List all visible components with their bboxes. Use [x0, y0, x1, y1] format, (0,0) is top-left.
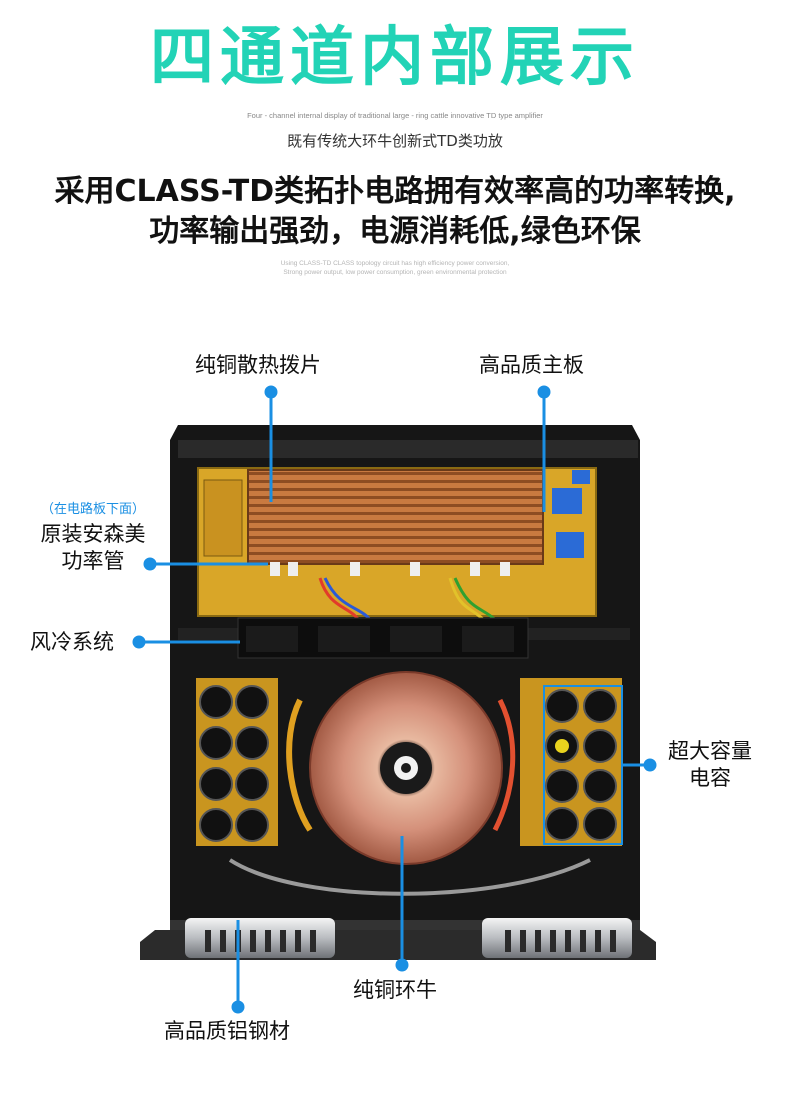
dot-heatsink: [264, 385, 278, 399]
label-toroid: 纯铜环牛: [353, 978, 437, 1002]
capacitor-bank-right: [520, 678, 623, 846]
dot-fan: [132, 635, 146, 649]
subtitle-chinese: 既有传统大环牛创新式TD类功放: [287, 132, 503, 150]
toroidal-transformer: [228, 671, 591, 896]
chassis-top-rail: [178, 440, 638, 458]
callout-lines: [132, 385, 657, 1014]
label-under-board-note: （在电路板下面）: [40, 502, 145, 517]
note-english-1: Using CLASS-TD CLASS topology circuit ha…: [280, 260, 510, 267]
label-mainboard: 高品质主板: [479, 353, 584, 377]
label-capacitor-line-1: 超大容量: [668, 739, 752, 763]
label-transistor-line-1: 原装安森美: [40, 522, 146, 546]
board-components: [270, 562, 510, 576]
headline-line-1: 采用CLASS-TD类拓扑电路拥有效率高的功率转换,: [54, 174, 736, 209]
cooling-fans: [178, 617, 630, 659]
label-transistor-line-2: 功率管: [61, 549, 125, 573]
capacitor-bank-left: [196, 678, 278, 846]
aluminium-rails: [185, 918, 632, 958]
main-board: [197, 467, 597, 624]
label-heatsink: 纯铜散热拨片: [195, 353, 321, 377]
copper-heatsink-fins: [248, 470, 543, 564]
dot-transistor: [143, 557, 157, 571]
page-title: 四通道内部展示: [150, 21, 640, 95]
dot-toroid: [395, 958, 409, 972]
dot-capacitor: [643, 758, 657, 772]
label-chassis: 高品质铝钢材: [164, 1019, 290, 1043]
headline-line-2: 功率输出强劲，电源消耗低,绿色环保: [149, 214, 641, 249]
subtitle-english: Four - channel internal display of tradi…: [247, 111, 543, 120]
label-capacitor-line-2: 电容: [689, 766, 731, 790]
label-fan-system: 风冷系统: [30, 630, 114, 654]
dot-mainboard: [537, 385, 551, 399]
note-english-2: Strong power output, low power consumpti…: [283, 269, 507, 276]
dot-chassis: [231, 1000, 245, 1014]
relay-blocks: [552, 470, 590, 558]
